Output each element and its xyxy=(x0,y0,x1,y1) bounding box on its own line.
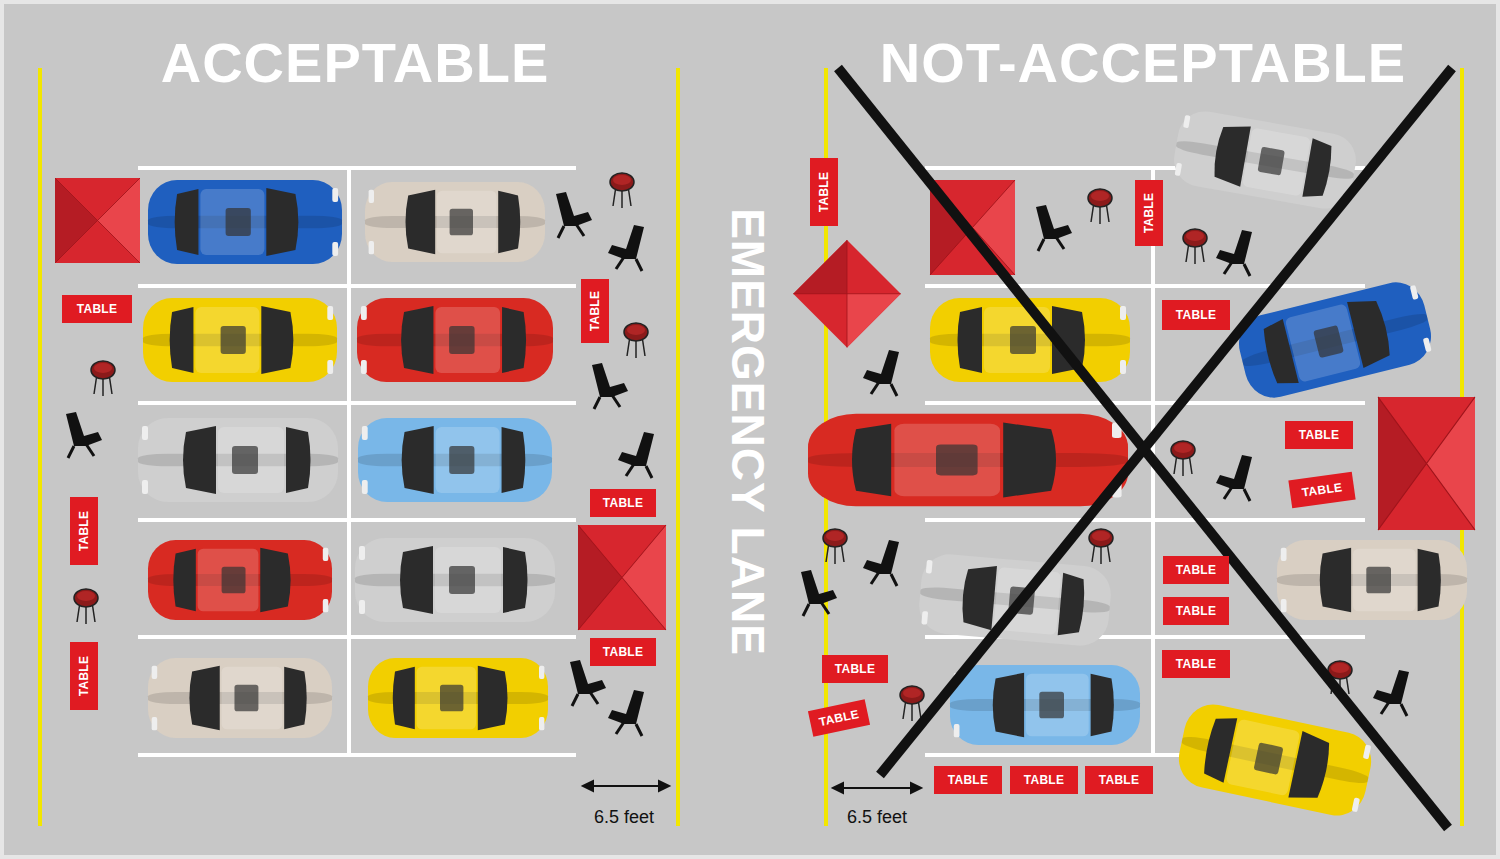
dimension-label: 6.5 feet xyxy=(847,808,907,826)
table-box: TABLE xyxy=(1135,180,1163,246)
table-label: TABLE xyxy=(77,303,118,315)
table-box: TABLE xyxy=(1085,766,1153,794)
table-box: TABLE xyxy=(1163,556,1229,584)
table-label: TABLE xyxy=(78,656,90,697)
table-label: TABLE xyxy=(1143,193,1155,234)
table-label: TABLE xyxy=(948,774,989,786)
table-box: TABLE xyxy=(62,295,132,323)
table-box: TABLE xyxy=(1162,300,1230,330)
table-label: TABLE xyxy=(1301,481,1343,499)
table-label: TABLE xyxy=(1176,605,1217,617)
table-label: TABLE xyxy=(1176,658,1217,670)
table-label: TABLE xyxy=(1099,774,1140,786)
table-label: TABLE xyxy=(1176,309,1217,321)
table-label: TABLE xyxy=(589,291,601,332)
table-label: TABLE xyxy=(1299,429,1340,441)
table-label: TABLE xyxy=(603,646,644,658)
table-label: TABLE xyxy=(1176,564,1217,576)
section-heading: NOT-ACCEPTABLE xyxy=(880,35,1406,91)
table-label: TABLE xyxy=(78,511,90,552)
table-box: TABLE xyxy=(581,279,609,343)
lane-label: EMERGENCY LANE xyxy=(725,208,771,656)
table-label: TABLE xyxy=(818,708,860,728)
table-box: TABLE xyxy=(1162,650,1230,678)
table-box: TABLE xyxy=(70,642,98,710)
table-label: TABLE xyxy=(1024,774,1065,786)
section-heading: ACCEPTABLE xyxy=(161,35,550,91)
table-box: TABLE xyxy=(1163,597,1229,625)
dimension-label: 6.5 feet xyxy=(594,808,654,826)
table-label: TABLE xyxy=(818,172,830,213)
table-box: TABLE xyxy=(590,489,656,517)
table-label: TABLE xyxy=(835,663,876,675)
table-box: TABLE xyxy=(810,158,838,226)
table-box: TABLE xyxy=(590,638,656,666)
table-box: TABLE xyxy=(934,766,1002,794)
table-box: TABLE xyxy=(1010,766,1078,794)
table-box: TABLE xyxy=(70,497,98,565)
table-box: TABLE xyxy=(822,655,888,683)
table-label: TABLE xyxy=(603,497,644,509)
table-box: TABLE xyxy=(1285,421,1353,449)
